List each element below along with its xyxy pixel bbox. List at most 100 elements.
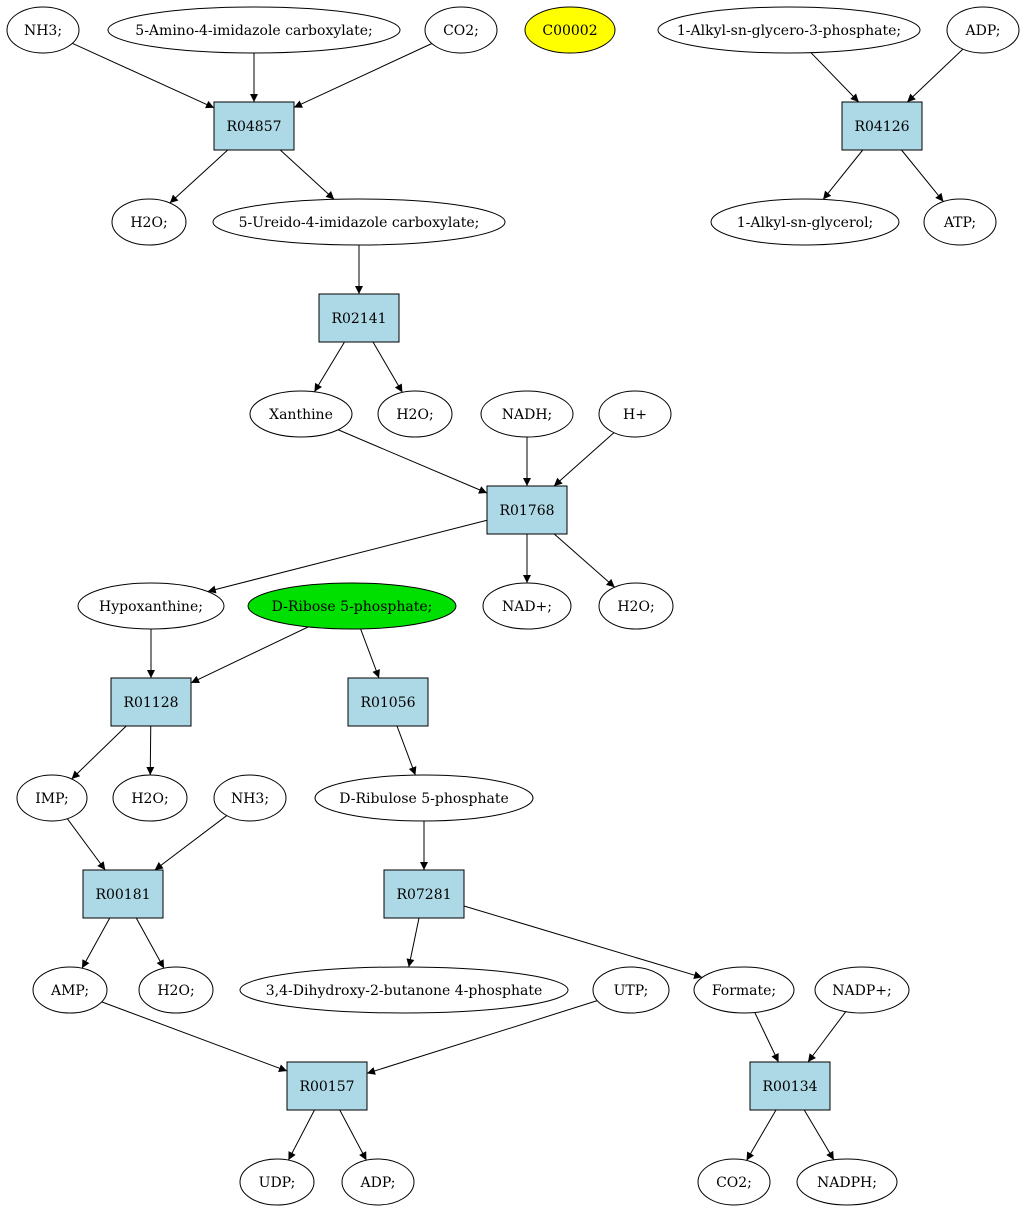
compound-node-alkylg3p[interactable]: 1-Alkyl-sn-glycero-3-phosphate;	[657, 6, 921, 54]
compound-ellipse	[77, 582, 225, 630]
compound-node-dru5p[interactable]: D-Ribulose 5-phosphate	[314, 774, 534, 822]
compound-node-h2o_c[interactable]: H2O;	[598, 582, 674, 630]
compound-node-utp[interactable]: UTP;	[592, 966, 670, 1014]
compound-ellipse	[239, 966, 569, 1014]
compound-ellipse	[693, 966, 795, 1014]
compound-node-h2o_b[interactable]: H2O;	[377, 390, 453, 438]
node-label: R04857	[226, 119, 281, 135]
node-label: NADPH;	[817, 1175, 877, 1191]
compound-node-nadplus[interactable]: NAD+;	[482, 582, 572, 630]
compound-node-xanthine[interactable]: Xanthine	[249, 390, 353, 438]
compound-node-co2_b[interactable]: CO2;	[697, 1158, 771, 1206]
reaction-node-r00157[interactable]: R00157	[286, 1061, 368, 1111]
edge-xanthine-to-r01768	[337, 429, 488, 494]
compound-node-c00002[interactable]: C00002	[524, 6, 616, 54]
node-label: R00157	[299, 1079, 354, 1095]
node-label: R02141	[331, 311, 386, 327]
reaction-node-r04857[interactable]: R04857	[213, 101, 295, 151]
edge-r04126-to-atp	[901, 149, 944, 202]
compound-node-amp[interactable]: AMP;	[32, 966, 108, 1014]
node-label: 3,4-Dihydroxy-2-butanone 4-phosphate	[266, 983, 543, 999]
compound-ellipse	[239, 1158, 315, 1206]
edge-r04857-to-h2o_a	[169, 149, 229, 204]
reaction-node-r00181[interactable]: R00181	[82, 869, 164, 919]
compound-node-hypox[interactable]: Hypoxanthine;	[77, 582, 225, 630]
node-label: ATP;	[943, 215, 976, 231]
compound-ellipse	[946, 6, 1020, 54]
reaction-box	[213, 101, 295, 151]
compound-ellipse	[480, 390, 574, 438]
edges-layer	[66, 42, 964, 1161]
edge-r07281-to-dhbp	[406, 917, 420, 968]
compound-ellipse	[16, 774, 88, 822]
compound-node-hplus[interactable]: H+	[598, 390, 672, 438]
compound-node-dhbp[interactable]: 3,4-Dihydroxy-2-butanone 4-phosphate	[239, 966, 569, 1014]
reaction-box	[486, 485, 568, 535]
compound-node-h2o_d[interactable]: H2O;	[112, 774, 188, 822]
compound-node-uic[interactable]: 5-Ureido-4-imidazole carboxylate;	[212, 198, 506, 246]
nodes-layer: NH3; 5-Amino-4-imidazole carboxylate; CO2;…	[6, 6, 1020, 1206]
compound-ellipse	[112, 774, 188, 822]
reaction-box	[286, 1061, 368, 1111]
compound-node-atp[interactable]: ATP;	[923, 198, 997, 246]
compound-node-dr5p[interactable]: D-Ribose 5-phosphate;	[247, 582, 457, 630]
compound-ellipse	[107, 6, 401, 54]
compound-node-nadh[interactable]: NADH;	[480, 390, 574, 438]
compound-node-nadph[interactable]: NADPH;	[796, 1158, 898, 1206]
compound-ellipse	[341, 1158, 415, 1206]
node-label: Formate;	[712, 983, 776, 999]
compound-node-nh3_a[interactable]: NH3;	[6, 6, 80, 54]
compound-ellipse	[796, 1158, 898, 1206]
reaction-node-r00134[interactable]: R00134	[749, 1061, 831, 1111]
compound-node-udp[interactable]: UDP;	[239, 1158, 315, 1206]
compound-node-adp_a[interactable]: ADP;	[946, 6, 1020, 54]
reaction-node-r01056[interactable]: R01056	[347, 677, 429, 727]
compound-node-nadpplus[interactable]: NADP+;	[814, 966, 910, 1014]
edge-r01128-to-h2o_d	[146, 725, 155, 776]
edge-r00134-to-nadph	[803, 1109, 835, 1161]
node-label: CO2;	[443, 23, 479, 39]
compound-node-co2_a[interactable]: CO2;	[424, 6, 498, 54]
compound-node-nh3_b[interactable]: NH3;	[213, 774, 287, 822]
node-label: H2O;	[130, 215, 167, 231]
edge-utp-to-r00157	[366, 1000, 598, 1075]
node-label: R01128	[123, 695, 178, 711]
node-label: H2O;	[617, 599, 654, 615]
node-label: 5-Ureido-4-imidazole carboxylate;	[239, 215, 480, 231]
node-label: NH3;	[24, 23, 62, 39]
node-label: H+	[623, 407, 647, 423]
reaction-node-r01768[interactable]: R01768	[486, 485, 568, 535]
compound-ellipse	[524, 6, 616, 54]
compound-node-h2o_e[interactable]: H2O;	[138, 966, 214, 1014]
reaction-node-r01128[interactable]: R01128	[110, 677, 192, 727]
compound-ellipse	[249, 390, 353, 438]
compound-ellipse	[111, 198, 187, 246]
compound-node-formate[interactable]: Formate;	[693, 966, 795, 1014]
node-label: 1-Alkyl-sn-glycero-3-phosphate;	[677, 23, 901, 39]
compound-node-imp[interactable]: IMP;	[16, 774, 88, 822]
compound-ellipse	[213, 774, 287, 822]
compound-node-h2o_a[interactable]: H2O;	[111, 198, 187, 246]
edge-r00157-to-udp	[287, 1109, 315, 1161]
compound-node-aic[interactable]: 5-Amino-4-imidazole carboxylate;	[107, 6, 401, 54]
edge-r01128-to-imp	[71, 725, 127, 780]
reaction-node-r07281[interactable]: R07281	[383, 869, 465, 919]
compound-ellipse	[598, 582, 674, 630]
reaction-node-r04126[interactable]: R04126	[841, 101, 923, 151]
edge-imp-to-r00181	[66, 818, 106, 871]
node-label: ADP;	[360, 1175, 396, 1191]
compound-ellipse	[138, 966, 214, 1014]
compound-node-adp_b[interactable]: ADP;	[341, 1158, 415, 1206]
node-label: D-Ribose 5-phosphate;	[272, 599, 433, 615]
reaction-node-r02141[interactable]: R02141	[318, 293, 400, 343]
node-label: NH3;	[231, 791, 269, 807]
edge-r04857-to-uic	[279, 149, 335, 200]
edge-dr5p-to-r01128	[190, 626, 309, 684]
edge-r00157-to-adp_b	[339, 1109, 367, 1161]
compound-node-alkylgly[interactable]: 1-Alkyl-sn-glycerol;	[710, 198, 900, 246]
compound-ellipse	[923, 198, 997, 246]
reaction-box	[110, 677, 192, 727]
node-label: H2O;	[131, 791, 168, 807]
edge-nh3_b-to-r00181	[154, 815, 228, 871]
